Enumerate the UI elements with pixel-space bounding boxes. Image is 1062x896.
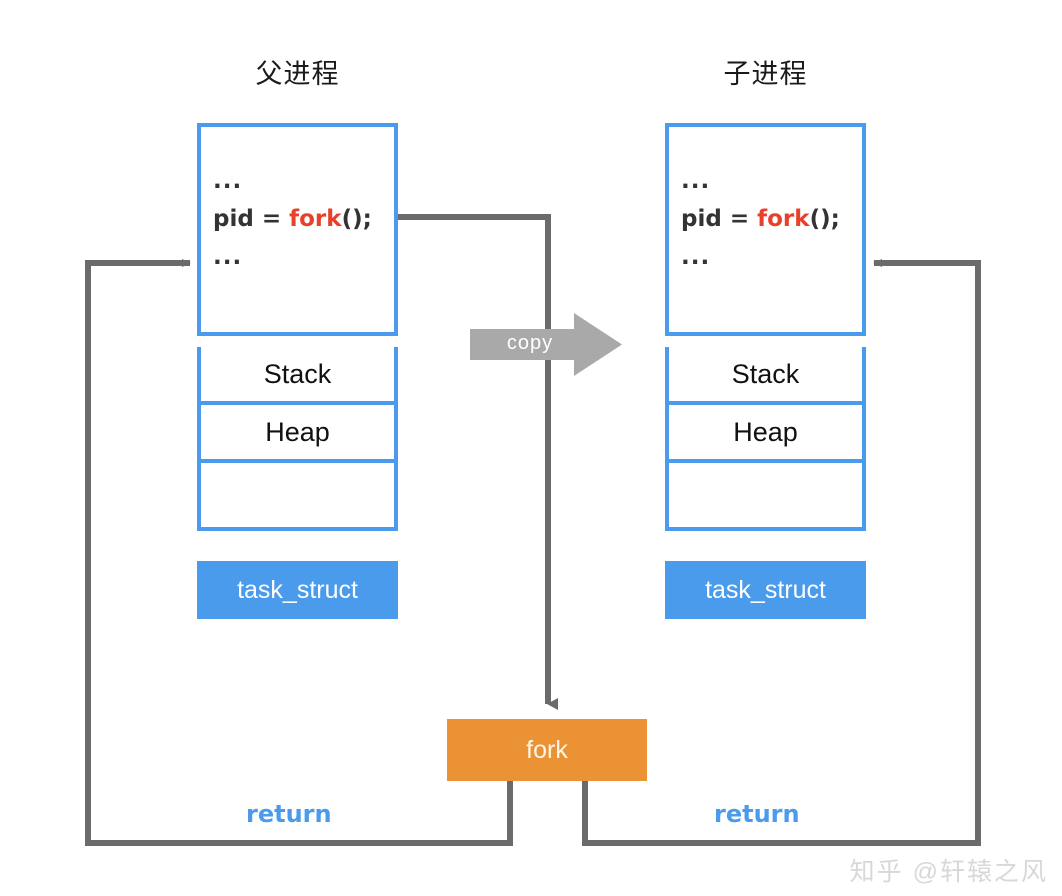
- child-heap-label: Heap: [733, 416, 798, 447]
- child-stack-label: Stack: [731, 358, 800, 389]
- parent-code-line-1: ...: [213, 168, 243, 194]
- child-data-label: [669, 463, 862, 527]
- parent-process-title: 父进程: [255, 59, 340, 89]
- child-code-line-1: ...: [681, 168, 711, 194]
- parent-task-struct-box: task_struct: [197, 561, 398, 619]
- child-code-text: ... pid = fork(); ...: [681, 162, 840, 276]
- parent-heap-label: Heap: [265, 416, 330, 447]
- child-code-fork-keyword: fork: [757, 206, 810, 232]
- child-code-call-suffix: ();: [809, 206, 840, 232]
- child-code-assign: pid =: [681, 206, 758, 232]
- copy-arrow-icon: [470, 313, 622, 376]
- parent-code-call-suffix: ();: [341, 206, 372, 232]
- child-code-segment: [665, 123, 866, 336]
- child-return-label: return: [714, 800, 800, 828]
- child-heap-segment: Heap: [665, 405, 866, 463]
- fork-syscall-box: fork: [447, 719, 647, 781]
- parent-return-label: return: [246, 800, 332, 828]
- parent-stack-label: Stack: [263, 358, 332, 389]
- parent-return-path: [85, 259, 513, 846]
- parent-stack-segment: Stack: [197, 347, 398, 405]
- child-task-struct-box: task_struct: [665, 561, 866, 619]
- parent-fork-call-path: [398, 214, 558, 710]
- child-stack-segment: Stack: [665, 347, 866, 405]
- watermark: 知乎 @轩辕之风: [849, 858, 1048, 886]
- child-code-line-3: ...: [681, 244, 711, 270]
- child-return-path: [582, 259, 981, 846]
- parent-code-line-2: pid = fork();: [213, 200, 372, 238]
- parent-heap-segment: Heap: [197, 405, 398, 463]
- parent-code-segment: [197, 123, 398, 336]
- parent-code-fork-keyword: fork: [289, 206, 342, 232]
- child-code-line-2: pid = fork();: [681, 200, 840, 238]
- parent-code-text: ... pid = fork(); ...: [213, 162, 372, 276]
- child-data-segment: [665, 463, 866, 531]
- parent-data-segment: [197, 463, 398, 531]
- parent-code-assign: pid =: [213, 206, 290, 232]
- parent-data-label: [201, 463, 394, 527]
- child-process-title: 子进程: [723, 59, 808, 89]
- parent-code-line-3: ...: [213, 244, 243, 270]
